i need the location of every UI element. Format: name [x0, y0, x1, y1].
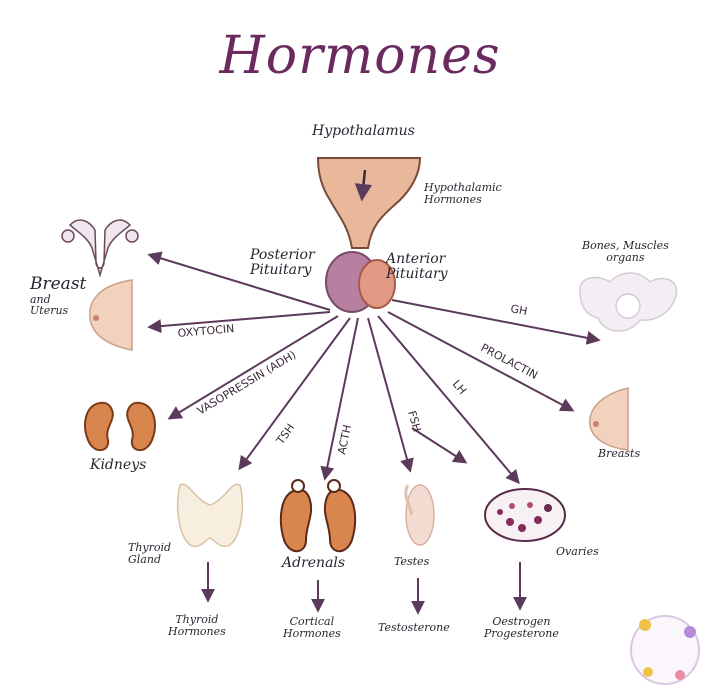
oestrogen-line-1: Oestrogen — [492, 615, 551, 628]
kidneys-illustration — [84, 401, 156, 452]
thyroid-line-1: Thyroid — [128, 541, 172, 554]
page-title: Hormones — [219, 26, 501, 86]
breast-right-illustration — [589, 387, 629, 451]
arrow-vasopressin — [167, 315, 339, 420]
adrenals-illustration — [279, 479, 357, 553]
label-breast-uterus: Breast and Uterus — [30, 274, 87, 318]
label-hypothalamus: Hypothalamus — [312, 123, 415, 139]
label-kidneys: Kidneys — [90, 457, 147, 473]
anterior-line-1: Anterior — [386, 251, 446, 267]
label-acth: ACTH — [335, 424, 354, 456]
breast-left-illustration — [89, 279, 133, 351]
label-anterior-pituitary: Anterior Pituitary — [386, 252, 448, 281]
label-hypothalamic-hormones: Hypothalamic Hormones — [424, 182, 502, 205]
cortical-line-1: Cortical — [289, 615, 335, 628]
breast-uterus-line-1: Breast — [30, 274, 87, 294]
label-testes: Testes — [394, 555, 430, 568]
anterior-line-2: Pituitary — [386, 265, 448, 282]
arrow-lh — [377, 315, 520, 485]
breast-uterus-line-3: Uterus — [30, 304, 69, 318]
arrow-labels: OXYTOCIN VASOPRESSIN (ADH) TSH ACTH FSH … — [177, 302, 540, 455]
label-lh: LH — [450, 378, 469, 397]
label-oxytocin: OXYTOCIN — [177, 322, 235, 340]
label-oestrogen-progesterone: Oestrogen Progesterone — [484, 616, 559, 639]
label-fsh: FSH — [405, 409, 423, 433]
bones-illustration — [579, 272, 678, 332]
arrow-prolactin — [387, 311, 575, 412]
label-thyroid-gland: Thyroid Gland — [128, 542, 171, 565]
pituitary-gland — [325, 251, 396, 313]
logo-badge — [630, 615, 700, 685]
arrow-gh — [391, 299, 601, 345]
label-ovaries: Ovaries — [556, 545, 599, 558]
ovary-illustration — [484, 488, 566, 542]
label-bones-muscles: Bones, Muscles organs — [582, 240, 669, 263]
bones-line-2: organs — [606, 250, 645, 264]
label-adrenals: Adrenals — [282, 555, 346, 571]
thyroid-hormones-line-2: Hormones — [168, 624, 226, 638]
posterior-line-2: Pituitary — [250, 261, 312, 278]
arrow-oxytocin — [147, 311, 331, 334]
label-gh: GH — [509, 302, 528, 318]
thyroid-line-2: Gland — [128, 552, 161, 566]
arrow-acth — [320, 317, 359, 481]
arrow-lines — [147, 251, 601, 615]
arrow-to-uterus — [147, 251, 331, 311]
hypothalamus-illustration — [316, 157, 422, 249]
arrow-tsh — [238, 317, 351, 471]
label-thyroid-hormones: Thyroid Hormones — [168, 614, 226, 637]
thyroid-illustration — [176, 483, 244, 548]
thyroid-hormones-line-1: Thyroid — [175, 613, 219, 626]
label-posterior-pituitary: Posterior Pituitary — [250, 248, 315, 277]
label-testosterone: Testosterone — [378, 621, 450, 634]
uterus-illustration — [61, 219, 139, 278]
label-cortical-hormones: Cortical Hormones — [283, 616, 341, 639]
testes-illustration — [404, 484, 435, 546]
oestrogen-line-2: Progesterone — [484, 626, 559, 640]
bones-line-1: Bones, Muscles — [582, 239, 669, 252]
label-vasopressin: VASOPRESSIN (ADH) — [195, 348, 299, 417]
cortical-line-2: Hormones — [283, 626, 341, 640]
hypothalamic-line-2: Hormones — [424, 192, 482, 206]
label-breasts: Breasts — [598, 447, 641, 460]
posterior-line-1: Posterior — [250, 247, 315, 263]
arrow-fsh-branch — [411, 427, 468, 464]
arrow-fsh — [367, 317, 414, 473]
breast-uterus-line-2: and — [30, 292, 51, 306]
label-tsh: TSH — [273, 421, 297, 447]
hypothalamic-line-1: Hypothalamic — [424, 181, 502, 194]
